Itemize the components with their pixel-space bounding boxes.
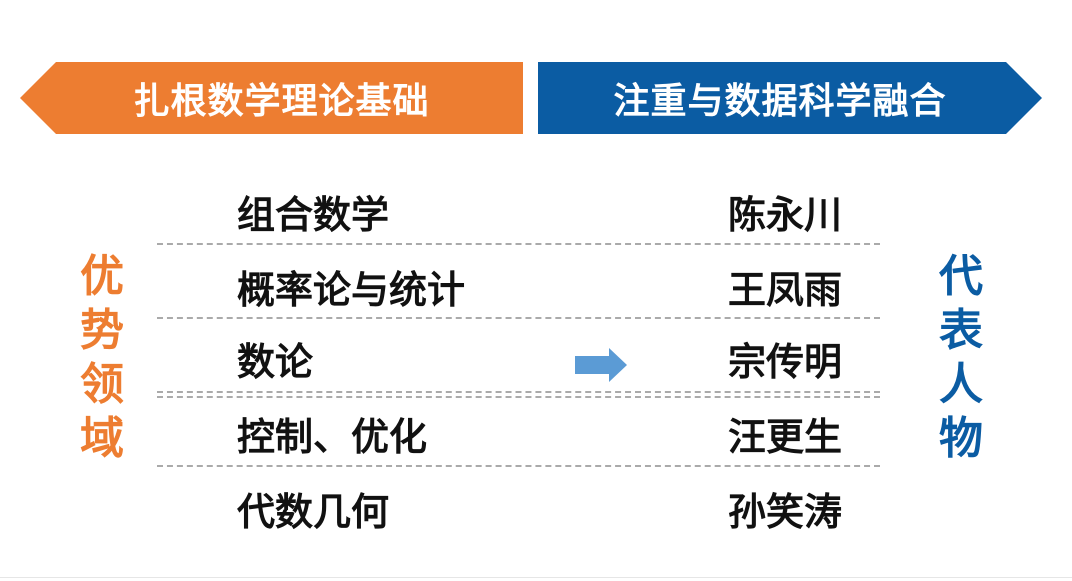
advantage-fields-label: 优势领域 — [80, 251, 124, 464]
person-item: 宗传明 — [728, 340, 843, 384]
field-item: 数论 — [237, 340, 314, 384]
right-banner: 注重与数据科学融合 — [538, 62, 1042, 134]
bottom-divider — [0, 577, 1072, 578]
field-item: 控制、优化 — [237, 415, 428, 459]
person-item: 孙笑涛 — [728, 490, 843, 534]
left-banner: 扎根数学理论基础 — [20, 62, 523, 134]
left-banner-label: 扎根数学理论基础 — [133, 81, 430, 122]
person-item: 王凤雨 — [728, 268, 843, 312]
field-item: 代数几何 — [237, 490, 390, 534]
divider — [157, 396, 880, 398]
right-banner-label: 注重与数据科学融合 — [613, 81, 947, 122]
divider — [157, 317, 880, 319]
person-item: 陈永川 — [728, 193, 843, 237]
field-item: 概率论与统计 — [237, 268, 466, 312]
right-arrow-icon — [575, 348, 627, 382]
divider — [157, 243, 880, 245]
representatives-label: 代表人物 — [939, 251, 983, 464]
divider — [157, 391, 880, 393]
person-item: 汪更生 — [728, 415, 843, 459]
divider — [157, 465, 880, 467]
field-item: 组合数学 — [237, 193, 390, 237]
